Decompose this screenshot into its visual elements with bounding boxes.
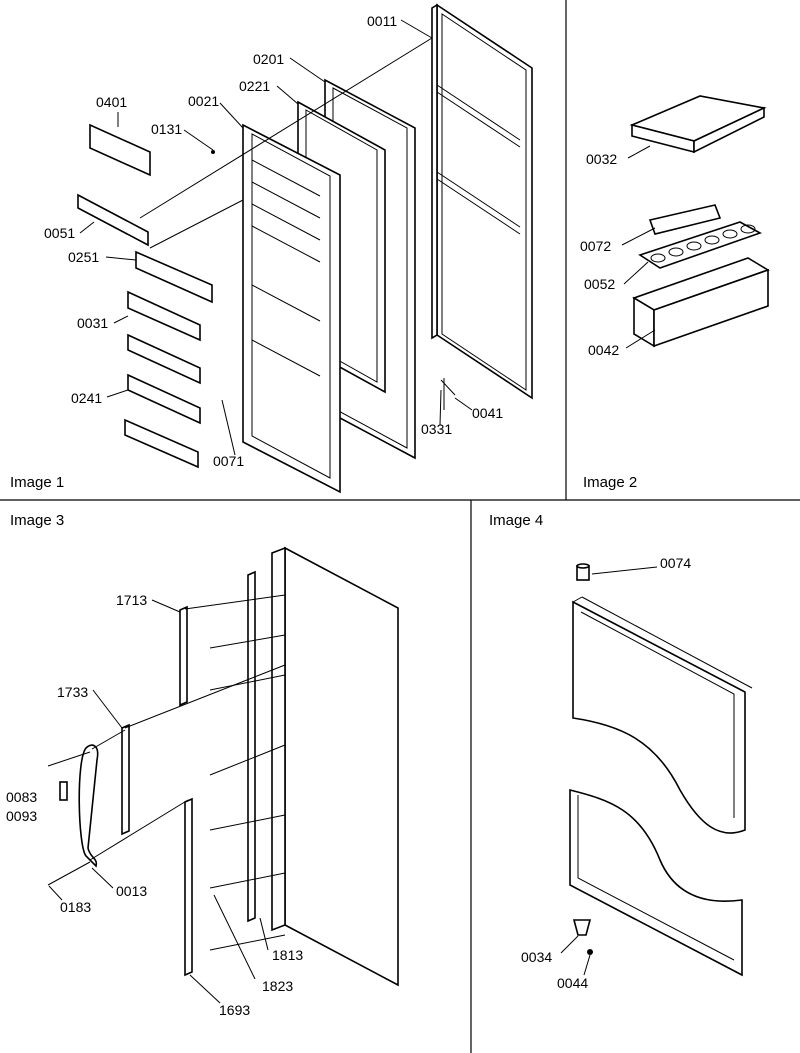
label-1813: 1813: [272, 947, 303, 963]
label-1713: 1713: [116, 592, 147, 608]
label-0093: 0093: [6, 808, 37, 824]
label-1733: 1733: [57, 684, 88, 700]
trim-strips: [121, 570, 256, 977]
label-0021: 0021: [188, 93, 219, 109]
leader-lines-image-4: [560, 566, 658, 976]
label-0034: 0034: [521, 949, 552, 965]
label-0074: 0074: [660, 555, 691, 571]
panel-title-image-2: Image 2: [583, 474, 637, 491]
butter-bin: [632, 257, 770, 348]
hinge-pins: [572, 563, 593, 955]
label-0042: 0042: [588, 342, 619, 358]
panel-title-image-3: Image 3: [10, 512, 64, 529]
label-0331: 0331: [421, 421, 452, 437]
label-0044: 0044: [557, 975, 588, 991]
leader-lines-image-3: [48, 599, 269, 1004]
image-2-accessories: 0032 0072 0052 0042 Image 2: [580, 95, 770, 491]
label-0032: 0032: [586, 151, 617, 167]
label-0083: 0083: [6, 789, 37, 805]
label-0072: 0072: [580, 238, 611, 254]
door-upper-section: [572, 596, 753, 834]
egg-tray: [638, 204, 762, 269]
door-lower-section: [569, 788, 743, 977]
label-0071: 0071: [213, 453, 244, 469]
label-0131: 0131: [151, 121, 182, 137]
door-bins: [77, 123, 213, 469]
label-0052: 0052: [584, 276, 615, 292]
label-0221: 0221: [239, 78, 270, 94]
hinge-parts: [440, 378, 456, 410]
label-0051: 0051: [44, 225, 75, 241]
label-0011: 0011: [367, 13, 397, 29]
label-0401: 0401: [96, 94, 127, 110]
outer-door-panel: [431, 3, 533, 400]
leader-lines-image-1: [79, 19, 473, 456]
label-0241: 0241: [71, 390, 102, 406]
handle-assembly: [59, 744, 99, 868]
projection-lines-image-3: [47, 594, 286, 951]
panel-title-image-1: Image 1: [10, 474, 64, 491]
label-0183: 0183: [60, 899, 91, 915]
label-0201: 0201: [253, 51, 284, 67]
label-0251: 0251: [68, 249, 99, 265]
panel-title-image-4: Image 4: [489, 512, 543, 529]
label-0013: 0013: [116, 883, 147, 899]
screw-0131: [211, 150, 215, 154]
label-0031: 0031: [77, 315, 108, 331]
shelf-cover: [629, 95, 767, 154]
label-1823: 1823: [262, 978, 293, 994]
image-1-refrigerator-door-assembly: 0011 0201 0221 0021 0131 0401 0051 0251 …: [10, 3, 533, 494]
image-4-hinge-parts: 0074 0034 0044 Image 4: [489, 512, 753, 991]
leader-lines-image-2: [621, 145, 656, 349]
inner-door-liner: [242, 123, 341, 494]
label-0041: 0041: [472, 405, 503, 421]
label-1693: 1693: [219, 1002, 250, 1018]
image-3-door-handle-and-trim: 1713 1733 0083 0093 0013 0183 1813 1823 …: [6, 512, 399, 1018]
freezer-door-block: [271, 546, 399, 987]
